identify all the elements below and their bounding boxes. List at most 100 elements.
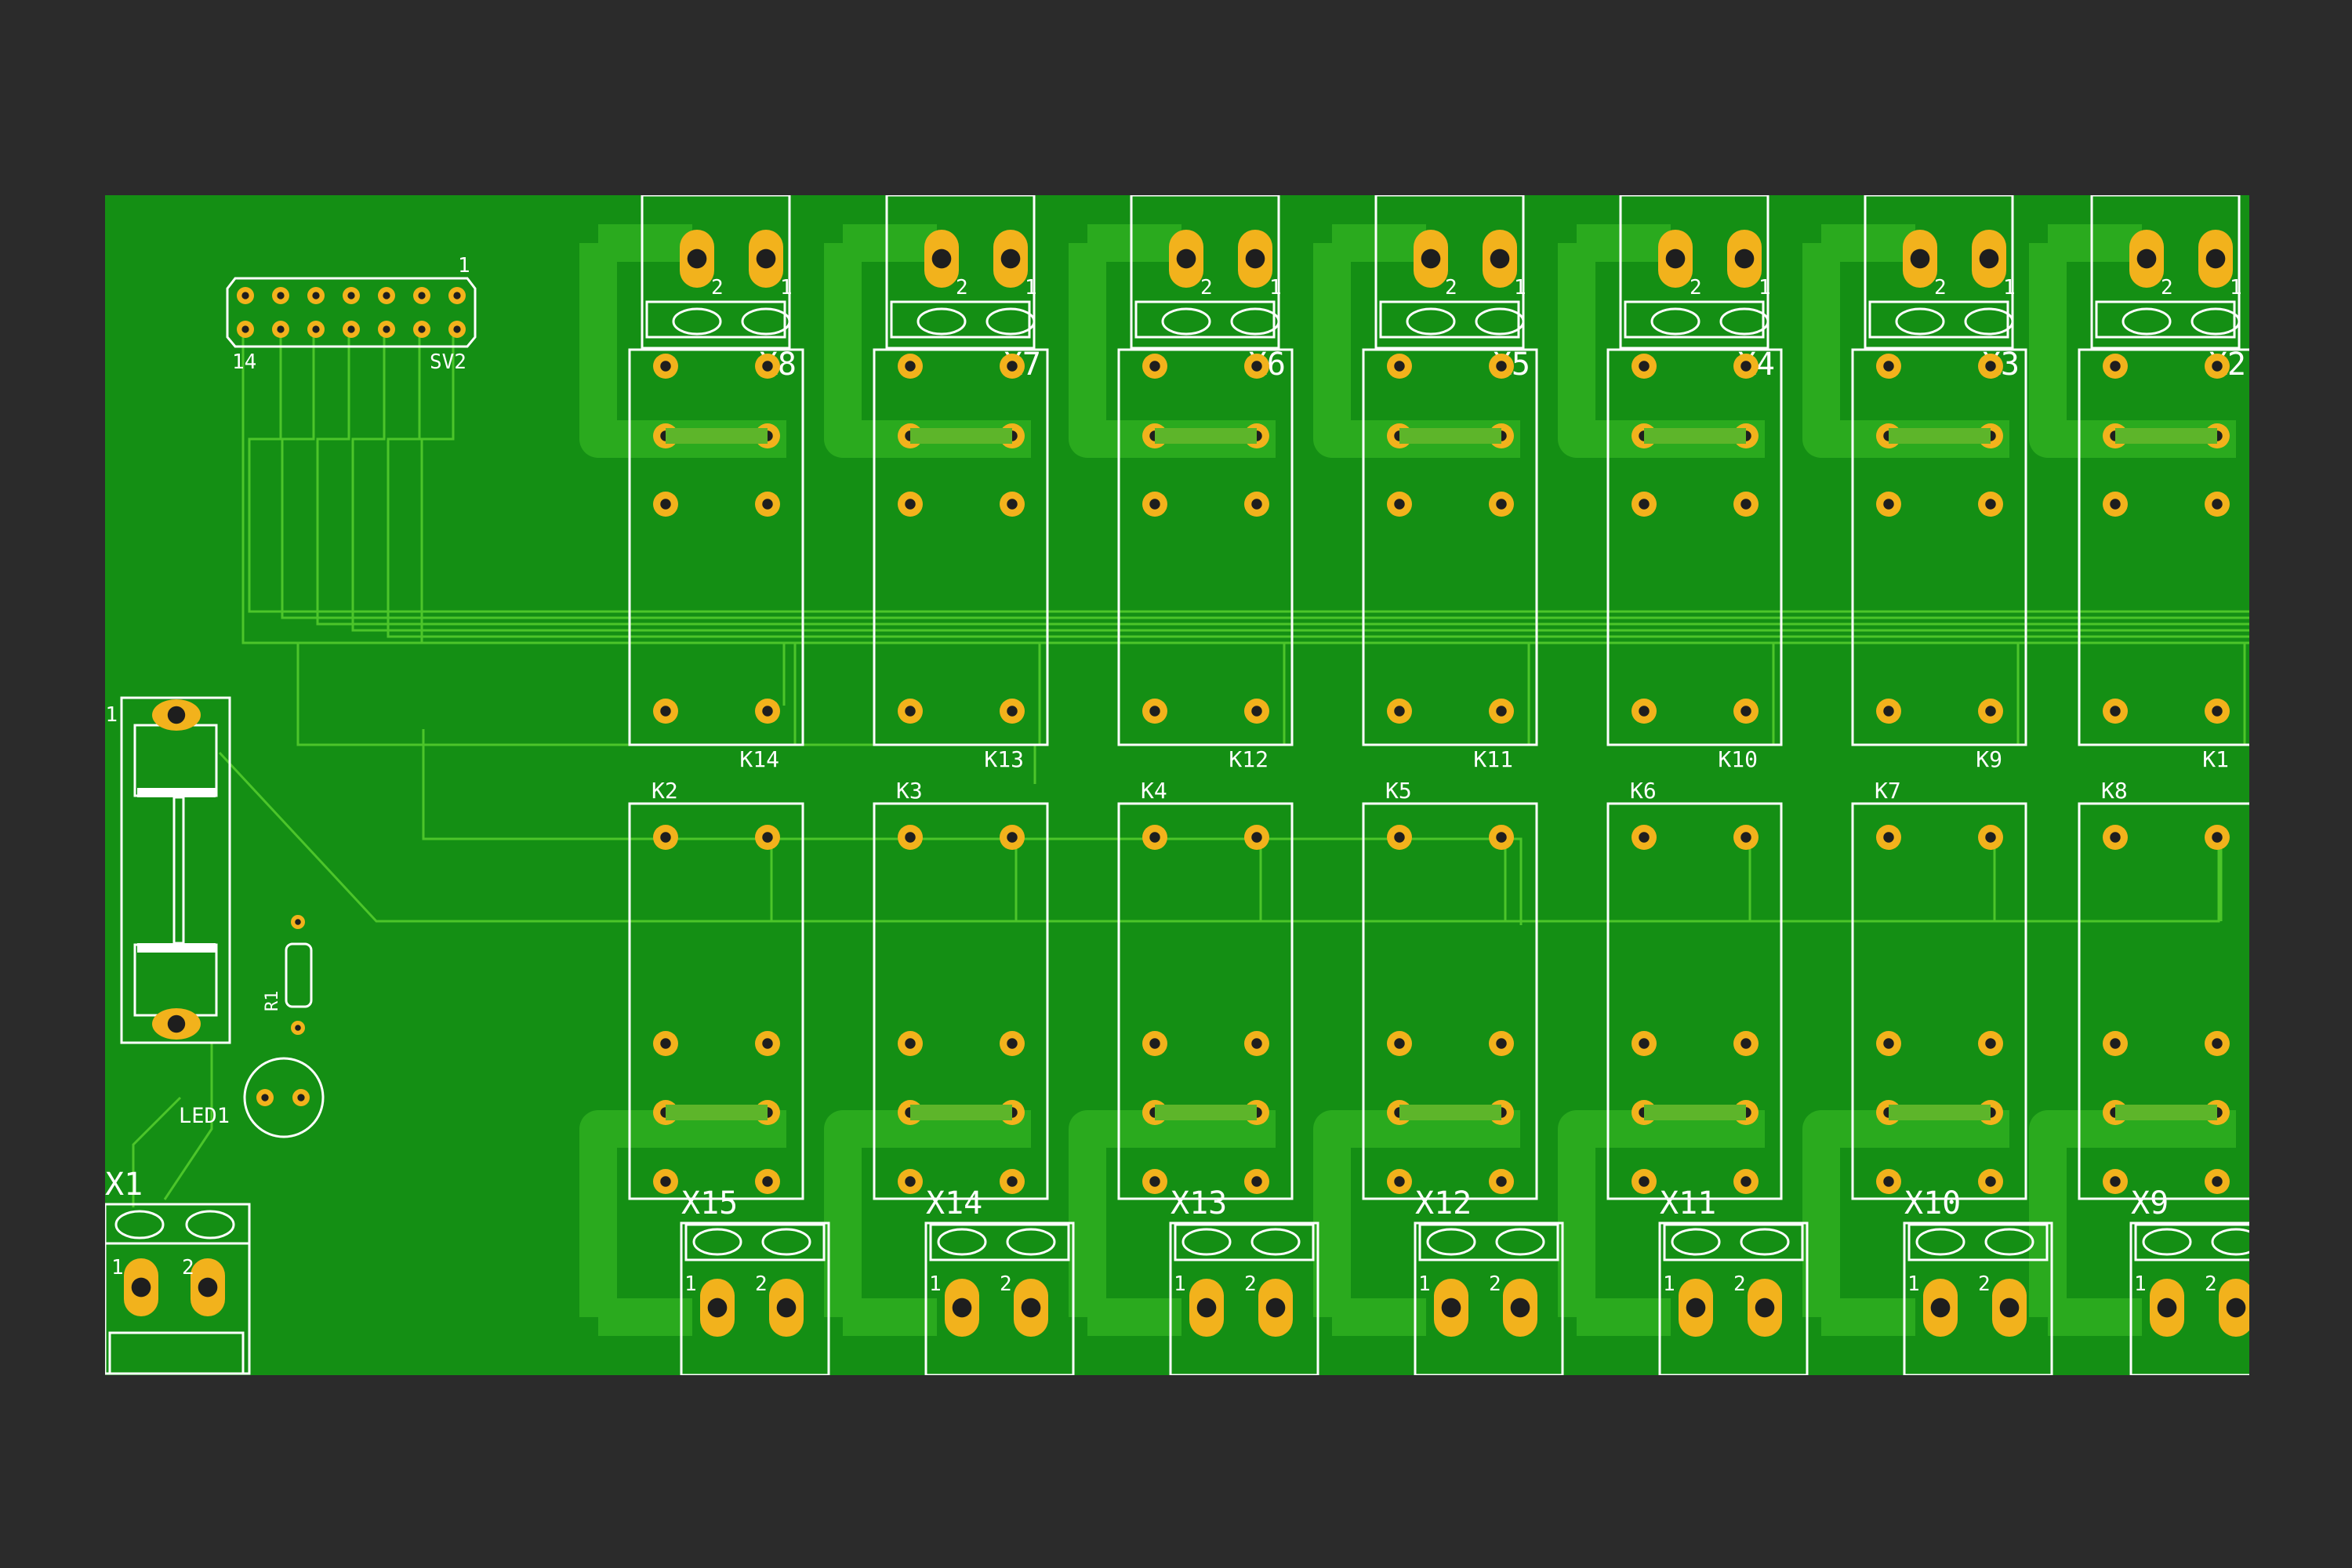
relay-pad (1978, 354, 2003, 379)
relay-pad (653, 1031, 678, 1056)
terminal-designator: X15 (681, 1185, 738, 1221)
relay-pad (1387, 699, 1412, 724)
resistor-pad (291, 915, 305, 929)
relay-pad (653, 354, 678, 379)
terminal-pin-label: 2 (956, 276, 968, 299)
relay-designator: K10 (1718, 746, 1758, 772)
screw-icon (1181, 1228, 1232, 1256)
pad-drill (277, 292, 285, 299)
pad-drill (756, 249, 776, 269)
relay-pad (2205, 1169, 2230, 1194)
pad-drill (1883, 706, 1894, 717)
terminal-pad (1727, 230, 1762, 288)
pad-drill (1496, 832, 1507, 843)
pad-drill (2212, 499, 2223, 510)
relay-outline (1851, 348, 2027, 746)
relay-pad (1733, 825, 1759, 850)
pad-drill (1007, 1176, 1018, 1187)
header-pin (237, 321, 254, 338)
terminal-pin-label: 2 (1244, 1272, 1257, 1296)
terminal-pad (1679, 1279, 1713, 1337)
pad-drill (1421, 249, 1441, 269)
relay-outline (1362, 348, 1538, 746)
relay-pad (1142, 699, 1167, 724)
pad-drill (418, 325, 426, 333)
terminal-screw-row (1379, 300, 1520, 339)
relay-pad (1244, 825, 1269, 850)
fuse-designator: 1 (105, 703, 118, 727)
pad-drill (1441, 1298, 1461, 1318)
copper-pour-bottom-3 (1069, 1110, 1276, 1336)
relay-pad (1244, 354, 1269, 379)
pad-drill (1755, 1298, 1775, 1318)
terminal-pin-label: 2 (1978, 1272, 1991, 1296)
pad-drill (1394, 361, 1405, 372)
relay-pad (755, 1169, 780, 1194)
relay-trace (1889, 428, 1991, 444)
signal-trace (316, 329, 2249, 626)
fuse-outline (120, 696, 231, 1044)
screw-icon (2142, 1228, 2192, 1256)
header-outline (226, 277, 477, 348)
pad-drill (1021, 1298, 1041, 1318)
terminal-pin-label: 1 (2003, 276, 2016, 299)
relay-pad (1733, 699, 1759, 724)
screw-icon (692, 1228, 742, 1256)
relay-pad (898, 354, 923, 379)
pad-drill (905, 499, 916, 510)
pad-drill (1740, 499, 1751, 510)
relay-pad (1142, 492, 1167, 517)
header-pin (307, 321, 325, 338)
terminal-pad (2150, 1279, 2184, 1337)
relay-pad (1000, 1031, 1025, 1056)
screw-icon (1671, 1228, 1721, 1256)
header-pin (272, 321, 289, 338)
relay-pad (653, 699, 678, 724)
pad-drill (1639, 706, 1650, 717)
pour-path (824, 1110, 1031, 1336)
terminal-pin-label: 1 (929, 1272, 942, 1296)
pad-drill (1496, 706, 1507, 717)
pad-drill (1985, 1038, 1996, 1049)
pad-drill (2212, 1038, 2223, 1049)
header-pin (378, 321, 395, 338)
resistor-designator: R1 (263, 991, 282, 1012)
pad-drill (131, 1277, 151, 1298)
terminal-pin-label: 2 (2161, 276, 2173, 299)
relay-outline (1362, 802, 1538, 1200)
relay-designator: K8 (2101, 778, 2128, 804)
pad-drill (1251, 499, 1262, 510)
terminal-designator: X1 (105, 1167, 143, 1203)
relay-designator: K5 (1385, 778, 1412, 804)
pad-drill (2110, 832, 2121, 843)
terminal-pin-label: 1 (2230, 276, 2242, 299)
relay-pad (1387, 492, 1412, 517)
screw-icon (1740, 1228, 1790, 1256)
pad-drill (905, 706, 916, 717)
screw-icon (1006, 1228, 1056, 1256)
pad-drill (2110, 1176, 2121, 1187)
screw-icon (1964, 307, 2014, 336)
terminal-pad (1972, 230, 2006, 288)
header-pin (413, 287, 430, 304)
terminal-outline (1658, 1221, 1809, 1375)
relay-top-1: K14 (628, 348, 804, 772)
screw-icon (1161, 307, 1211, 336)
copper-pour-bottom-1 (579, 1110, 786, 1336)
pad-drill (295, 919, 301, 925)
pad-drill (1007, 1038, 1018, 1049)
relay-pad (1489, 1031, 1514, 1056)
terminal-pin-label: 1 (1025, 276, 1037, 299)
screw-icon (1719, 307, 1769, 336)
relay-pad (1142, 1169, 1167, 1194)
fuse-body-cap (137, 943, 216, 953)
terminal-screw-row (1868, 300, 2009, 339)
pad-drill (1251, 1176, 1262, 1187)
pad-drill (1394, 706, 1405, 717)
terminal-designator: X10 (1904, 1185, 1961, 1221)
terminal-screw-row (684, 1223, 826, 1261)
pad-drill (1740, 361, 1751, 372)
